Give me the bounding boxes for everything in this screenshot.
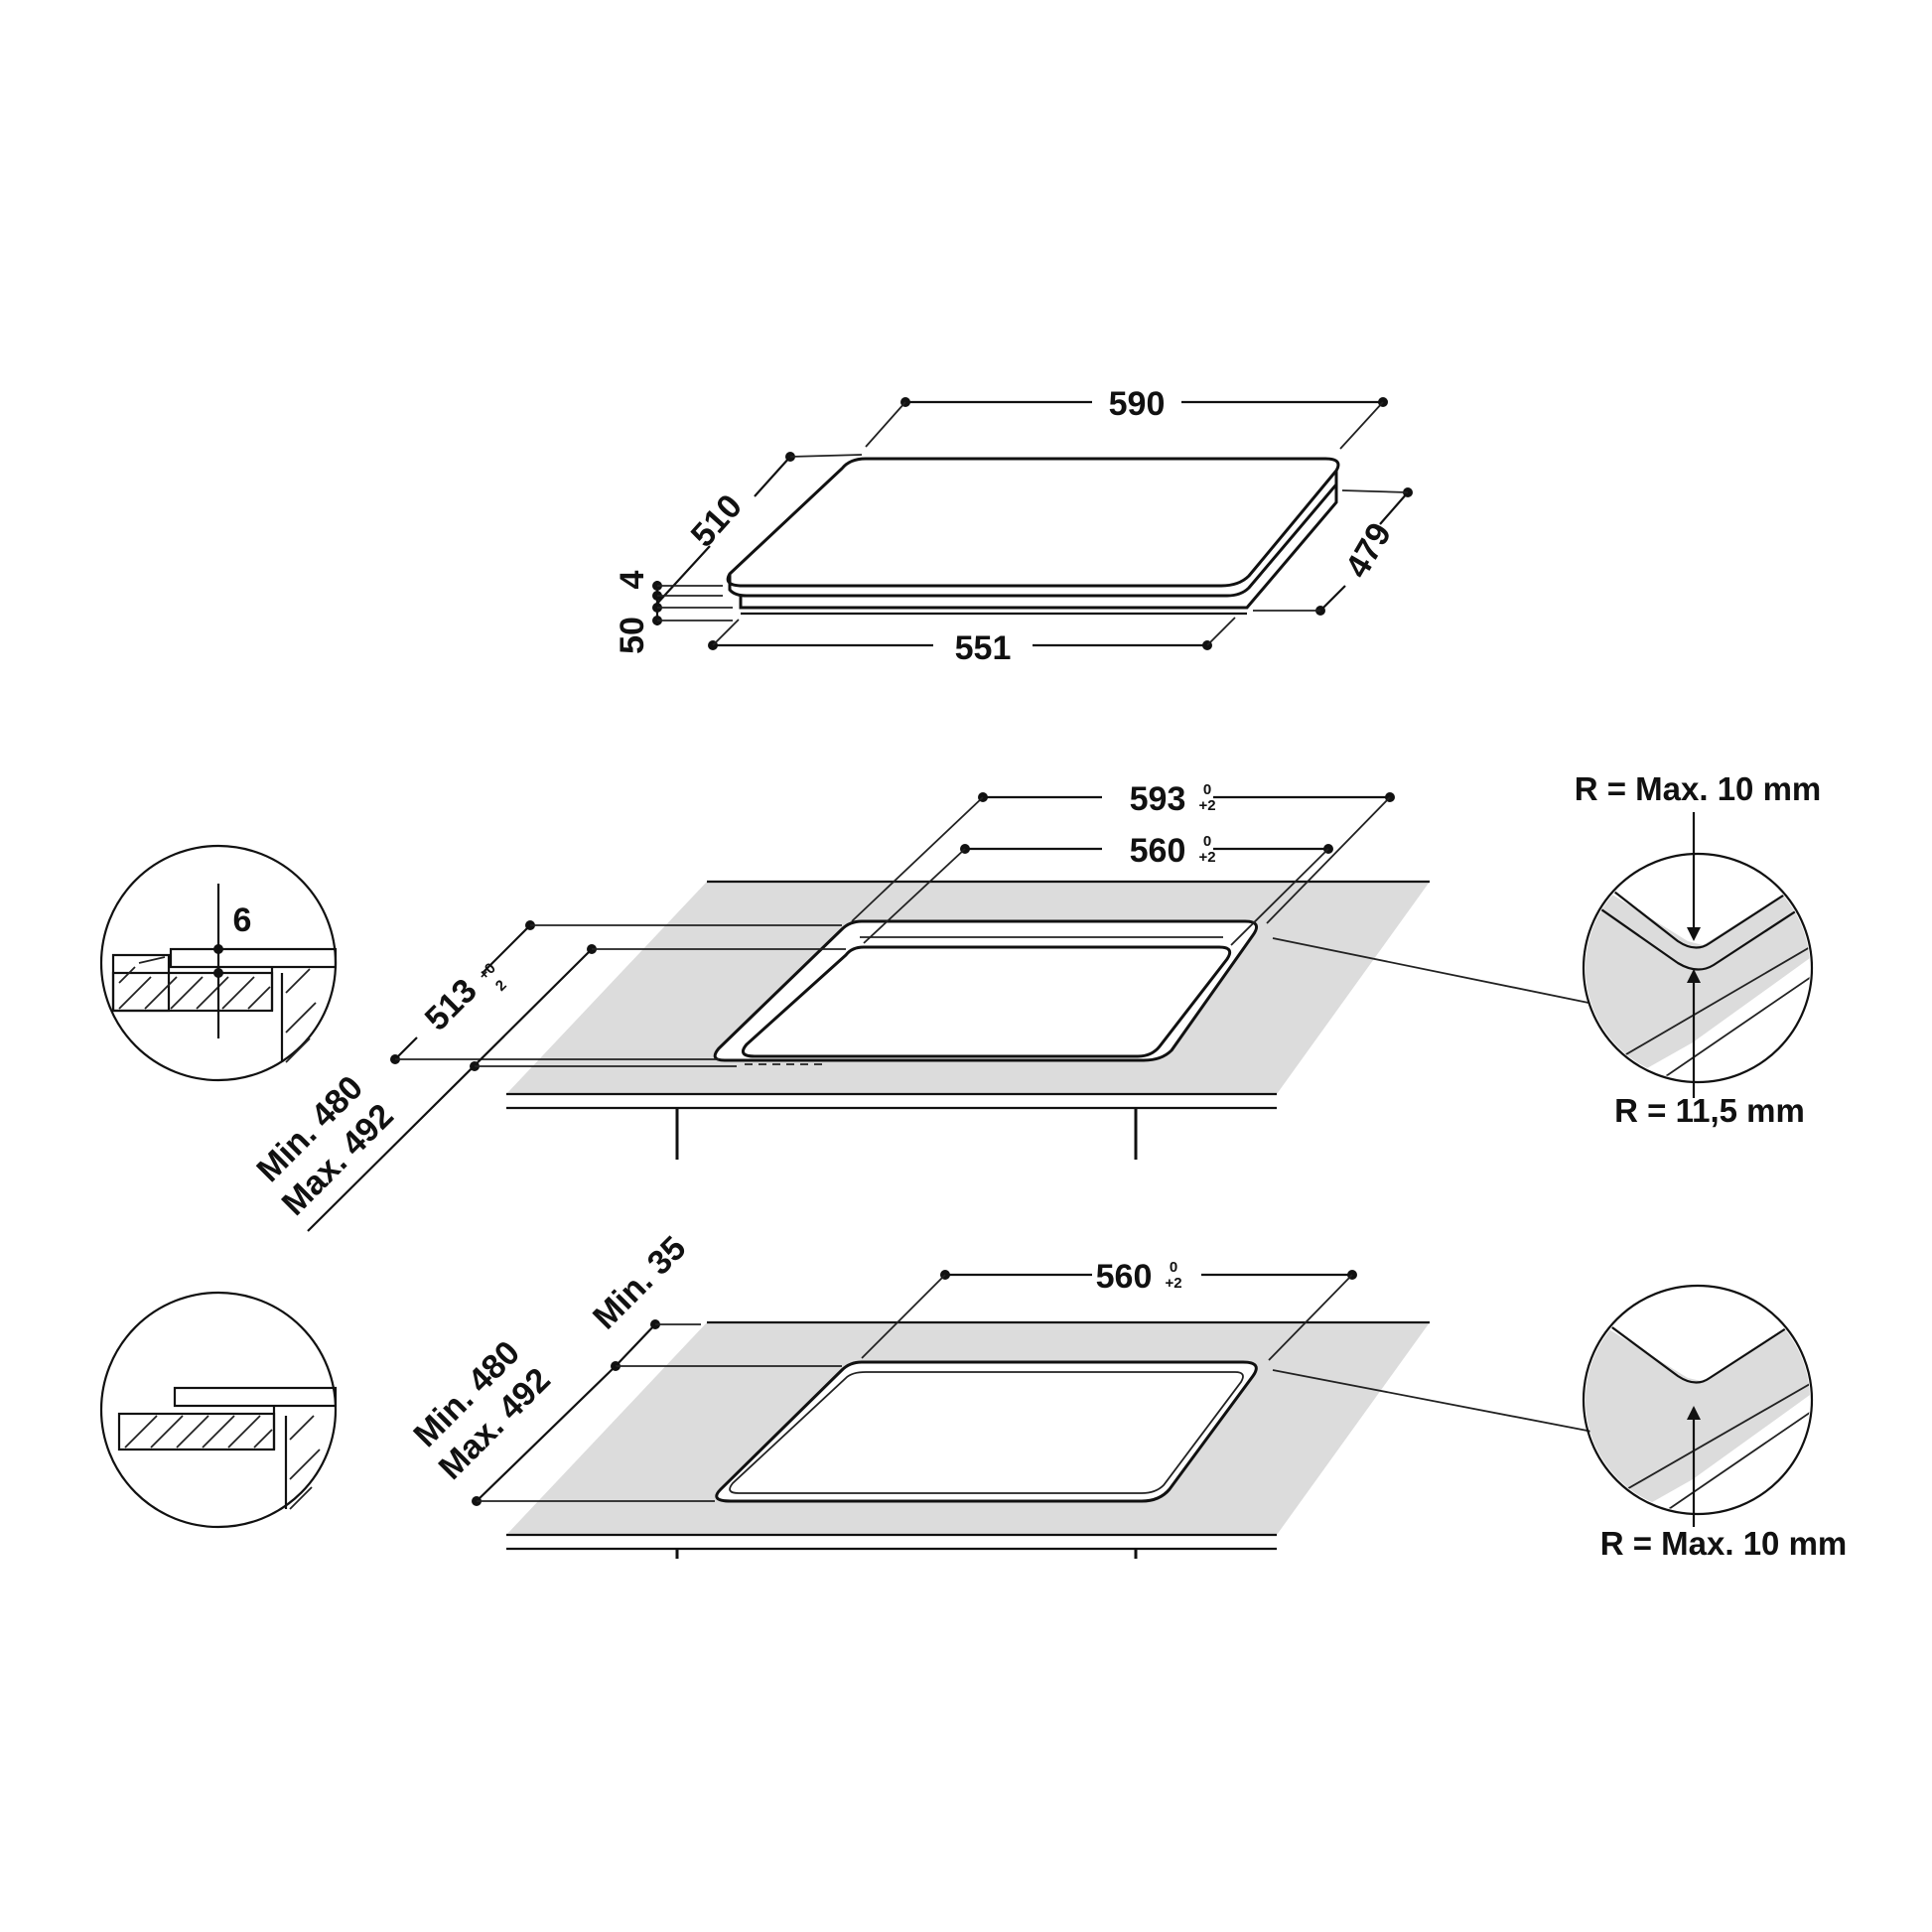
hob-depth-label: 510	[684, 487, 750, 555]
flush-outer-width-tol-bottom: +2	[1198, 797, 1215, 814]
hob-glass-edge	[728, 471, 1338, 598]
cutout-hole-standard	[716, 1362, 1257, 1501]
hob-inner-width-label: 551	[955, 629, 1012, 667]
standard-width-tol-top: 0	[1170, 1259, 1177, 1276]
flush-corner-radius-bottom-label: R = 11,5 mm	[1614, 1092, 1805, 1129]
flush-inner-width-tol-bottom: +2	[1198, 849, 1215, 866]
dim-hob-inner-width: 551	[708, 617, 1236, 667]
cutout-rebate	[715, 921, 1257, 1060]
hob-inner-depth-label: 479	[1338, 516, 1399, 584]
flush-outer-depth-label: 513	[418, 972, 484, 1038]
rebate-depth-label: 6	[233, 901, 252, 939]
detail-circle-corner-flush: R = Max. 10 mm R = 11,5 mm	[1272, 770, 1822, 1129]
flush-inner-width-label: 560	[1130, 832, 1186, 870]
flush-corner-radius-top-label: R = Max. 10 mm	[1575, 770, 1822, 807]
hob-width-label: 590	[1109, 385, 1166, 423]
standard-width-label: 560	[1096, 1258, 1153, 1296]
flush-inner-width-tol-top: 0	[1203, 833, 1211, 850]
standard-corner-radius-label: R = Max. 10 mm	[1600, 1525, 1848, 1562]
detail-circle-rebate: 6	[99, 844, 338, 1082]
detail-circle-standard-edge	[99, 1291, 338, 1529]
flush-outer-depth-tol-bottom: 2	[492, 977, 510, 995]
glass-thickness-label: 4	[614, 570, 651, 589]
hob-drawing: 590 510 479 551	[614, 385, 1413, 667]
hob-body	[739, 484, 1338, 610]
hob-height-label: 50	[614, 617, 651, 654]
hob-glass-top	[726, 457, 1340, 588]
cutout-hole-flush	[741, 945, 1232, 1058]
standard-width-tol-bottom: +2	[1165, 1275, 1181, 1292]
standard-front-min-label: Min. 35	[586, 1229, 693, 1336]
flush-outer-width-tol-top: 0	[1203, 781, 1211, 798]
dim-hob-width: 590	[865, 385, 1388, 450]
dim-standard-width: 560 0 +2	[861, 1258, 1357, 1361]
dim-hob-heights: 4 50	[614, 570, 733, 654]
detail-circle-corner-standard: R = Max. 10 mm	[1272, 1284, 1848, 1562]
standard-cutout-drawing: 560 0 +2 Min. 35 Min. 480 Max. 492	[99, 1229, 1848, 1562]
dim-flush-outer-width: 593 0 +2	[851, 780, 1395, 924]
dim-hob-depth: 510	[654, 452, 863, 607]
dim-flush-inner-width: 560 0 +2	[863, 832, 1333, 946]
flush-outer-width-label: 593	[1130, 780, 1186, 818]
flush-cutout-drawing: 593 0 +2 560 0 +2 513 +0 2	[99, 770, 1822, 1232]
